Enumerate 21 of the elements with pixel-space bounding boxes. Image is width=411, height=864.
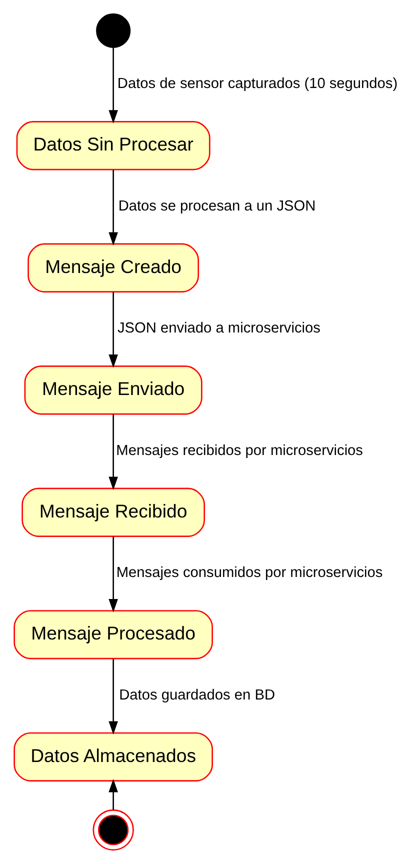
node-box: Mensaje Enviado (24, 366, 202, 415)
node-box: Datos Sin Procesar (16, 121, 210, 170)
edge-label: Datos se procesan a un JSON (118, 198, 316, 214)
arrow (108, 170, 118, 246)
arrow (108, 659, 118, 735)
node-circle (96, 13, 130, 48)
node-box: Datos Almacenados (13, 732, 212, 782)
arrow (108, 48, 118, 124)
edge-label: Mensajes recibidos por microservicios (116, 442, 363, 459)
arrow (108, 778, 118, 810)
edge-label: JSON enviado a microservicios (116, 320, 320, 337)
edge-label: Datos guardados en BD (118, 687, 275, 704)
arrow (108, 536, 118, 612)
node-box: Mensaje Procesado (13, 610, 212, 660)
node-box: Mensaje Recibido (21, 488, 204, 537)
arrow (108, 414, 118, 490)
node-box: Mensaje Creado (27, 243, 199, 292)
edge-label: Mensajes consumidos por microservicios (116, 565, 382, 582)
edge-label: Datos de sensor capturados (10 segundos) (116, 76, 398, 92)
node-circle (92, 809, 134, 851)
arrow (108, 292, 118, 368)
